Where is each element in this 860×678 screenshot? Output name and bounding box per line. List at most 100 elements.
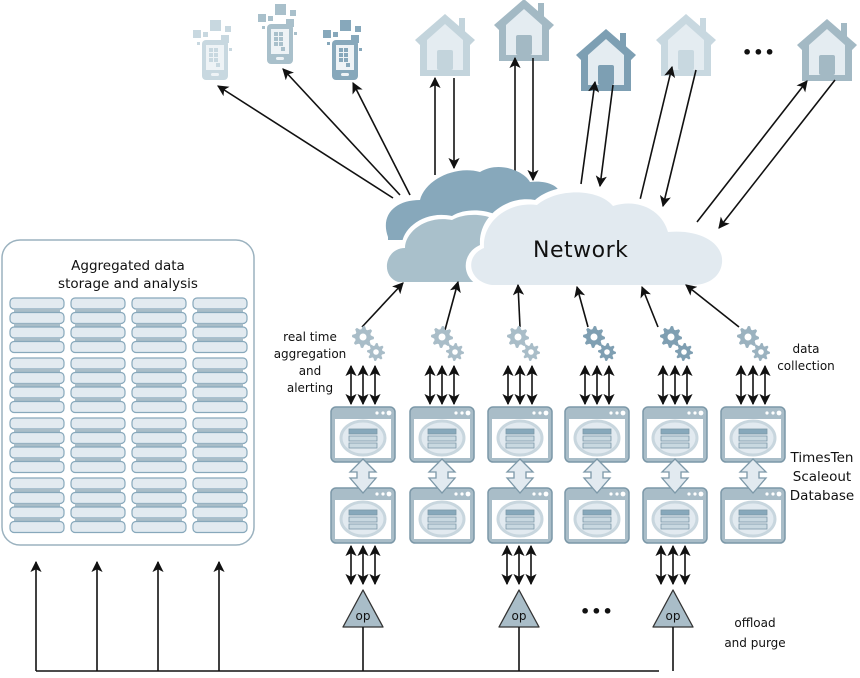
replication-arrow-icon [505, 458, 535, 494]
arrow-up-house-5 [696, 80, 808, 223]
arrow-gear-2-cloud [444, 280, 461, 331]
replication-arrow-icon [660, 458, 690, 494]
storage-disk [70, 326, 126, 342]
gear-icon [352, 326, 385, 361]
label-realtime-3: and [299, 364, 322, 378]
arrow-down-house-4 [659, 69, 697, 208]
storage-disk [70, 386, 126, 402]
storage-disk [131, 297, 187, 313]
database-node-icon [487, 406, 553, 463]
arrow-down-house-5 [718, 79, 836, 229]
storage-disk [192, 400, 248, 414]
op-label: op [356, 609, 371, 623]
database-node-icon [720, 487, 786, 544]
storage-disk [9, 520, 65, 534]
cloud-network [465, 186, 729, 289]
storage-disk [131, 357, 187, 373]
arrow-up-house-4 [639, 65, 676, 201]
homes [415, 0, 857, 91]
storage-disk [192, 417, 248, 433]
storage-disk [131, 311, 187, 327]
storage-disks [9, 297, 248, 534]
storage-disk [192, 460, 248, 474]
gear-icon [583, 326, 616, 361]
label-db-1: TimesTen [790, 450, 854, 466]
storage-disk [131, 417, 187, 433]
storage-disk [192, 311, 248, 327]
label-offload-2: and purge [724, 636, 785, 650]
storage-disk [70, 311, 126, 327]
storage-disk [9, 340, 65, 354]
storage-disk [70, 340, 126, 354]
storage-disk [192, 371, 248, 387]
house-icon [494, 0, 554, 61]
mobile-device-icon [258, 4, 297, 64]
arrow-gear-5-cloud [640, 285, 659, 328]
network-arrows [217, 56, 836, 229]
offload-nodes: op op op [342, 589, 694, 671]
house-icon [797, 19, 857, 81]
storage-disk [9, 506, 65, 522]
storage-panel: Aggregated data storage and analysis [1, 239, 255, 546]
database-node-icon [409, 487, 475, 544]
storage-disk [131, 520, 187, 534]
offload-purge-node: op [498, 589, 540, 671]
storage-disk [192, 340, 248, 354]
arrow-down-house-3 [595, 84, 614, 188]
storage-disk [9, 446, 65, 462]
storage-disk [192, 431, 248, 447]
offload-bus [30, 560, 659, 672]
gear-icon [507, 326, 540, 361]
label-db-3: Database [790, 488, 854, 504]
op-ellipsis: ••• [580, 602, 614, 621]
storage-disk [192, 491, 248, 507]
storage-disk [9, 477, 65, 493]
op-label: op [666, 609, 681, 623]
arrow-gear-3-cloud [512, 283, 525, 328]
storage-disk [131, 386, 187, 402]
storage-disk [192, 357, 248, 373]
house-icon [576, 29, 636, 91]
label-offload-1: offload [734, 616, 775, 630]
arrow-up-house-3 [580, 80, 600, 185]
storage-frame [1, 239, 255, 546]
label-realtime-1: real time [283, 330, 337, 344]
label-collection-2: collection [777, 359, 835, 373]
database-node-icon [564, 487, 630, 544]
house-icon [415, 14, 475, 76]
label-realtime-2: aggregation [274, 347, 347, 361]
mobile-devices [193, 4, 362, 80]
database-node-icon [720, 406, 786, 463]
arrow-gear-4-cloud [574, 285, 589, 328]
storage-disk [192, 297, 248, 313]
arrow-to-device-2 [282, 68, 401, 196]
storage-disk [131, 446, 187, 462]
storage-disk [192, 520, 248, 534]
database-node-icon [642, 406, 708, 463]
storage-disk [9, 400, 65, 414]
arrow-to-device-1 [217, 85, 394, 199]
replication-arrow-icon [348, 458, 378, 494]
storage-disk [9, 371, 65, 387]
database-node-icon [487, 487, 553, 544]
cloud-cluster: Network [382, 166, 729, 289]
storage-disk [192, 477, 248, 493]
arrow-gear-1-cloud [361, 282, 404, 328]
storage-disk [192, 386, 248, 402]
storage-disk [131, 431, 187, 447]
gear-db-arrows [345, 364, 771, 406]
database-node-icon [564, 406, 630, 463]
storage-disk [131, 460, 187, 474]
storage-disk [9, 311, 65, 327]
mobile-device-icon [193, 20, 232, 80]
storage-disk [70, 297, 126, 313]
houses-ellipsis: ••• [742, 43, 776, 62]
storage-disk [9, 491, 65, 507]
database-node-icon [409, 406, 475, 463]
processing-gears [352, 326, 770, 361]
database-node-icon [330, 487, 396, 544]
storage-disk [131, 326, 187, 342]
timesten-nodes [330, 406, 786, 544]
storage-disk [9, 297, 65, 313]
